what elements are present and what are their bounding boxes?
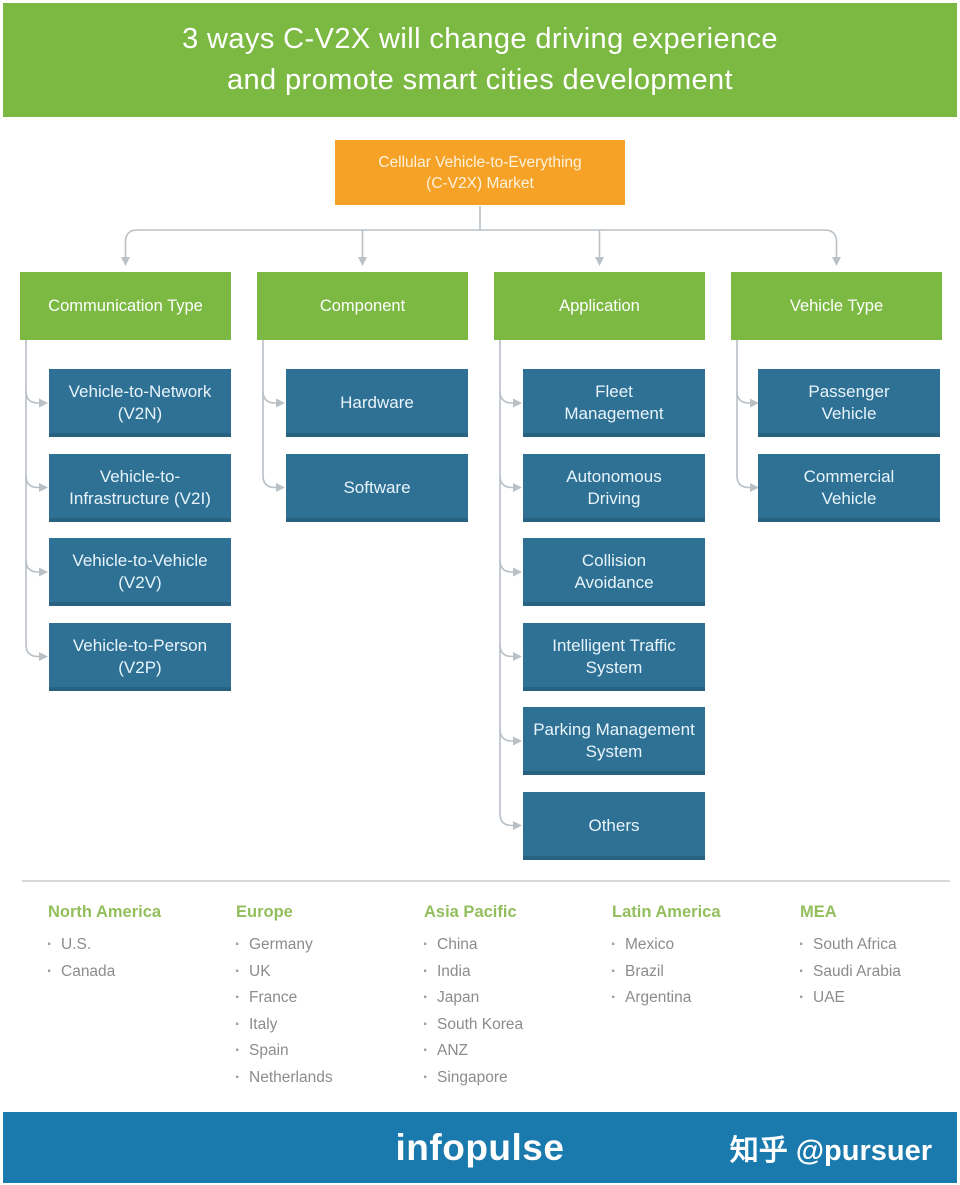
region-asia-pacific: Asia Pacific ChinaIndiaJapanSouth KoreaA… xyxy=(423,903,608,1091)
title-line-1: 3 ways C-V2X will change driving experie… xyxy=(182,23,778,55)
country-item: UK xyxy=(235,959,420,986)
title-banner: 3 ways C-V2X will change driving experie… xyxy=(3,3,957,117)
country-item: India xyxy=(423,959,608,986)
region-title: North America xyxy=(48,903,162,921)
region-europe: Europe GermanyUKFranceItalySpainNetherla… xyxy=(235,903,420,1091)
title-line-2: and promote smart cities development xyxy=(226,64,734,96)
country-item: China xyxy=(423,932,608,959)
region-country-list: ChinaIndiaJapanSouth KoreaANZSingapore xyxy=(423,932,608,1091)
tree-node: Collision Avoidance xyxy=(523,538,705,606)
region-latin-america: Latin America MexicoBrazilArgentina xyxy=(611,903,796,1012)
tree-node: Vehicle-to-Vehicle (V2V) xyxy=(49,538,231,606)
communication-type-nodes: Vehicle-to-Network (V2N) Vehicle-to- Infr… xyxy=(49,369,231,691)
country-item: U.S. xyxy=(47,932,232,959)
country-item: South Korea xyxy=(423,1012,608,1039)
category-communication-type: Communication Type xyxy=(20,272,231,340)
region-title: MEA xyxy=(800,903,837,921)
section-divider xyxy=(22,880,950,882)
country-item: Saudi Arabia xyxy=(799,959,960,986)
category-application: Application xyxy=(494,272,705,340)
region-title: Latin America xyxy=(612,903,721,921)
infopulse-logo: infopulse xyxy=(395,1126,565,1168)
region-country-list: South AfricaSaudi ArabiaUAE xyxy=(799,932,960,1012)
region-mea: MEA South AfricaSaudi ArabiaUAE xyxy=(799,903,960,1012)
tree-node: Software xyxy=(286,453,468,522)
tree-node: Vehicle-to-Network (V2N) xyxy=(49,369,231,437)
category-component: Component xyxy=(257,272,468,340)
tree-node: Vehicle-to-Person (V2P) xyxy=(49,622,231,691)
tree-node: Parking Management System xyxy=(523,707,705,775)
country-item: Italy xyxy=(235,1012,420,1039)
tree-node: Others xyxy=(523,791,705,860)
country-item: Netherlands xyxy=(235,1065,420,1092)
country-item: Canada xyxy=(47,959,232,986)
country-item: Singapore xyxy=(423,1065,608,1092)
tree-node: Intelligent Traffic System xyxy=(523,622,705,691)
country-item: South Africa xyxy=(799,932,960,959)
country-item: Brazil xyxy=(611,959,796,986)
country-item: Japan xyxy=(423,985,608,1012)
region-north-america: North America U.S.Canada xyxy=(47,903,232,985)
country-item: Germany xyxy=(235,932,420,959)
country-item: UAE xyxy=(799,985,960,1012)
root-node-market: Cellular Vehicle-to-Everything (C-V2X) M… xyxy=(335,140,625,205)
country-item: ANZ xyxy=(423,1038,608,1065)
country-item: Argentina xyxy=(611,985,796,1012)
country-item: France xyxy=(235,985,420,1012)
tree-node: Passenger Vehicle xyxy=(758,369,940,437)
region-country-list: GermanyUKFranceItalySpainNetherlands xyxy=(235,932,420,1091)
tree-node: Autonomous Driving xyxy=(523,453,705,522)
tree-node: Hardware xyxy=(286,369,468,437)
tree-node: Fleet Management xyxy=(523,369,705,437)
zhihu-watermark: 知乎 @pursuer xyxy=(729,1134,932,1167)
country-item: Mexico xyxy=(611,932,796,959)
country-item: Spain xyxy=(235,1038,420,1065)
region-country-list: MexicoBrazilArgentina xyxy=(611,932,796,1012)
region-country-list: U.S.Canada xyxy=(47,932,232,985)
tree-node: Commercial Vehicle xyxy=(758,453,940,522)
footer-bar: infopulse 知乎 @pursuer xyxy=(3,1112,957,1183)
region-title: Asia Pacific xyxy=(424,903,517,921)
tree-node: Vehicle-to- Infrastructure (V2I) xyxy=(49,453,231,522)
category-vehicle-type: Vehicle Type xyxy=(731,272,942,340)
region-title: Europe xyxy=(236,903,293,921)
